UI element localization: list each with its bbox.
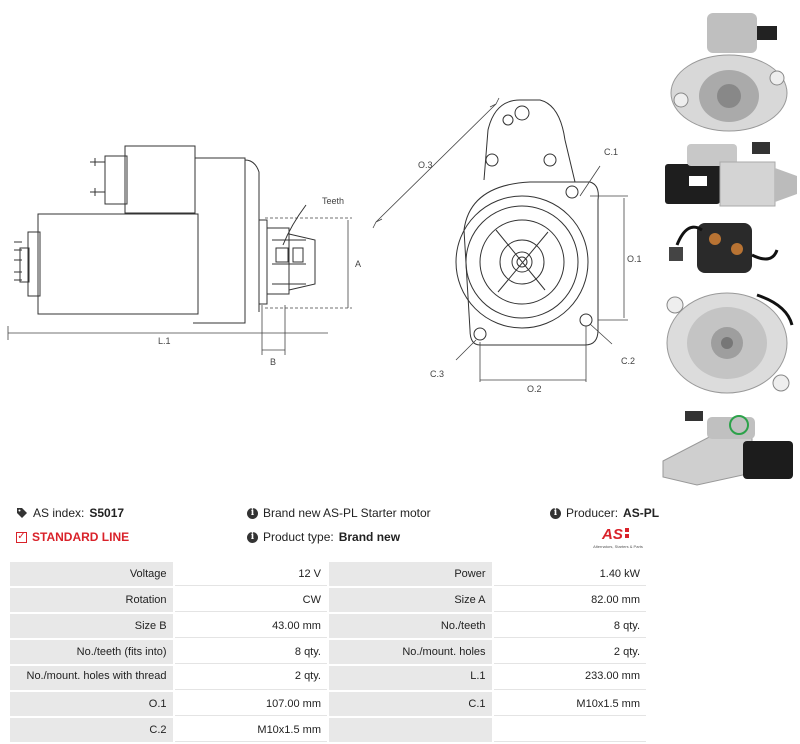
- dim-b-label: B: [270, 357, 276, 367]
- producer-label: Producer:: [566, 506, 619, 520]
- logo-text: AS: [601, 526, 623, 543]
- spec-label: C.1: [328, 692, 492, 716]
- spec-label: No./teeth (fits into): [10, 640, 173, 664]
- spec-value: 2 qty.: [174, 666, 327, 690]
- info-icon: i: [247, 507, 258, 519]
- solenoid-terminals-photo[interactable]: [657, 215, 800, 280]
- product-type: i Product type: Brand new: [247, 530, 400, 544]
- standard-line: ✓ STANDARD LINE: [16, 530, 129, 544]
- spec-label: No./mount. holes with thread: [10, 666, 173, 690]
- spec-label: O.1: [10, 692, 173, 716]
- spec-label: [328, 718, 492, 742]
- dim-a-label: A: [355, 259, 361, 269]
- rear-view-photo[interactable]: [657, 8, 800, 133]
- spec-label: Size A: [328, 588, 492, 612]
- as-index-value: S5017: [89, 506, 125, 520]
- product-info: AS index: S5017 ✓ STANDARD LINE i Brand …: [0, 500, 800, 555]
- spec-row: No./teeth (fits into)8 qty.No./mount. ho…: [10, 640, 646, 664]
- spec-label: Size B: [10, 614, 173, 638]
- starter-side-view: [14, 145, 316, 324]
- product-photos: [657, 0, 800, 490]
- spec-label: L.1: [328, 666, 492, 690]
- dim-c1-label: C.1: [604, 147, 618, 157]
- spec-label: Power: [328, 562, 492, 586]
- front-flange-photo[interactable]: [657, 285, 800, 397]
- starter-front-view: [455, 99, 599, 346]
- spec-value: 2 qty.: [493, 640, 646, 664]
- product-type-value: Brand new: [338, 530, 401, 544]
- spec-value: 8 qty.: [493, 614, 646, 638]
- angled-view-photo[interactable]: [657, 403, 800, 488]
- spec-label: No./mount. holes: [328, 640, 492, 664]
- description-text: Brand new AS-PL Starter motor: [263, 506, 431, 520]
- teeth-label: Teeth: [322, 196, 344, 206]
- spec-label: C.2: [10, 718, 173, 742]
- spec-value: M10x1.5 mm: [493, 692, 646, 716]
- spec-label: Voltage: [10, 562, 173, 586]
- spec-value: 1.40 kW: [493, 562, 646, 586]
- spec-value: 12 V: [174, 562, 327, 586]
- logo-tagline: Alternators, Starters & Parts: [593, 544, 643, 549]
- spec-value: M10x1.5 mm: [174, 718, 327, 742]
- spec-label: No./teeth: [328, 614, 492, 638]
- as-index-label: AS index:: [33, 506, 85, 520]
- info-icon: i: [247, 531, 258, 543]
- dim-o1-label: O.1: [627, 254, 642, 264]
- spec-value: 43.00 mm: [174, 614, 327, 638]
- technical-drawing: Teeth A B L.1 O.3 C.1 O.1 C.2 C.3 O.2: [7, 97, 642, 394]
- dim-l1-label: L.1: [158, 336, 171, 346]
- spec-value: CW: [174, 588, 327, 612]
- spec-value: 233.00 mm: [493, 666, 646, 690]
- tag-icon: [17, 508, 27, 518]
- dim-o3-label: O.3: [418, 160, 433, 170]
- as-pl-logo: AS Alternators, Starters & Parts: [593, 526, 643, 549]
- dim-c2-label: C.2: [621, 356, 635, 366]
- dim-c3-label: C.3: [430, 369, 444, 379]
- spec-value: 107.00 mm: [174, 692, 327, 716]
- spec-value: 8 qty.: [174, 640, 327, 664]
- dim-o2-label: O.2: [527, 384, 542, 394]
- description: i Brand new AS-PL Starter motor: [247, 506, 431, 520]
- side-view-photo[interactable]: [657, 138, 800, 210]
- producer: i Producer: AS-PL: [550, 506, 659, 520]
- producer-value: AS-PL: [623, 506, 660, 520]
- info-icon: i: [550, 507, 561, 519]
- spec-value: [493, 718, 646, 742]
- checkbox-icon: ✓: [16, 531, 27, 543]
- as-index: AS index: S5017: [16, 506, 124, 520]
- spec-label: Rotation: [10, 588, 173, 612]
- standard-line-label: STANDARD LINE: [32, 530, 130, 544]
- product-type-label: Product type:: [263, 530, 334, 544]
- spec-value: 82.00 mm: [493, 588, 646, 612]
